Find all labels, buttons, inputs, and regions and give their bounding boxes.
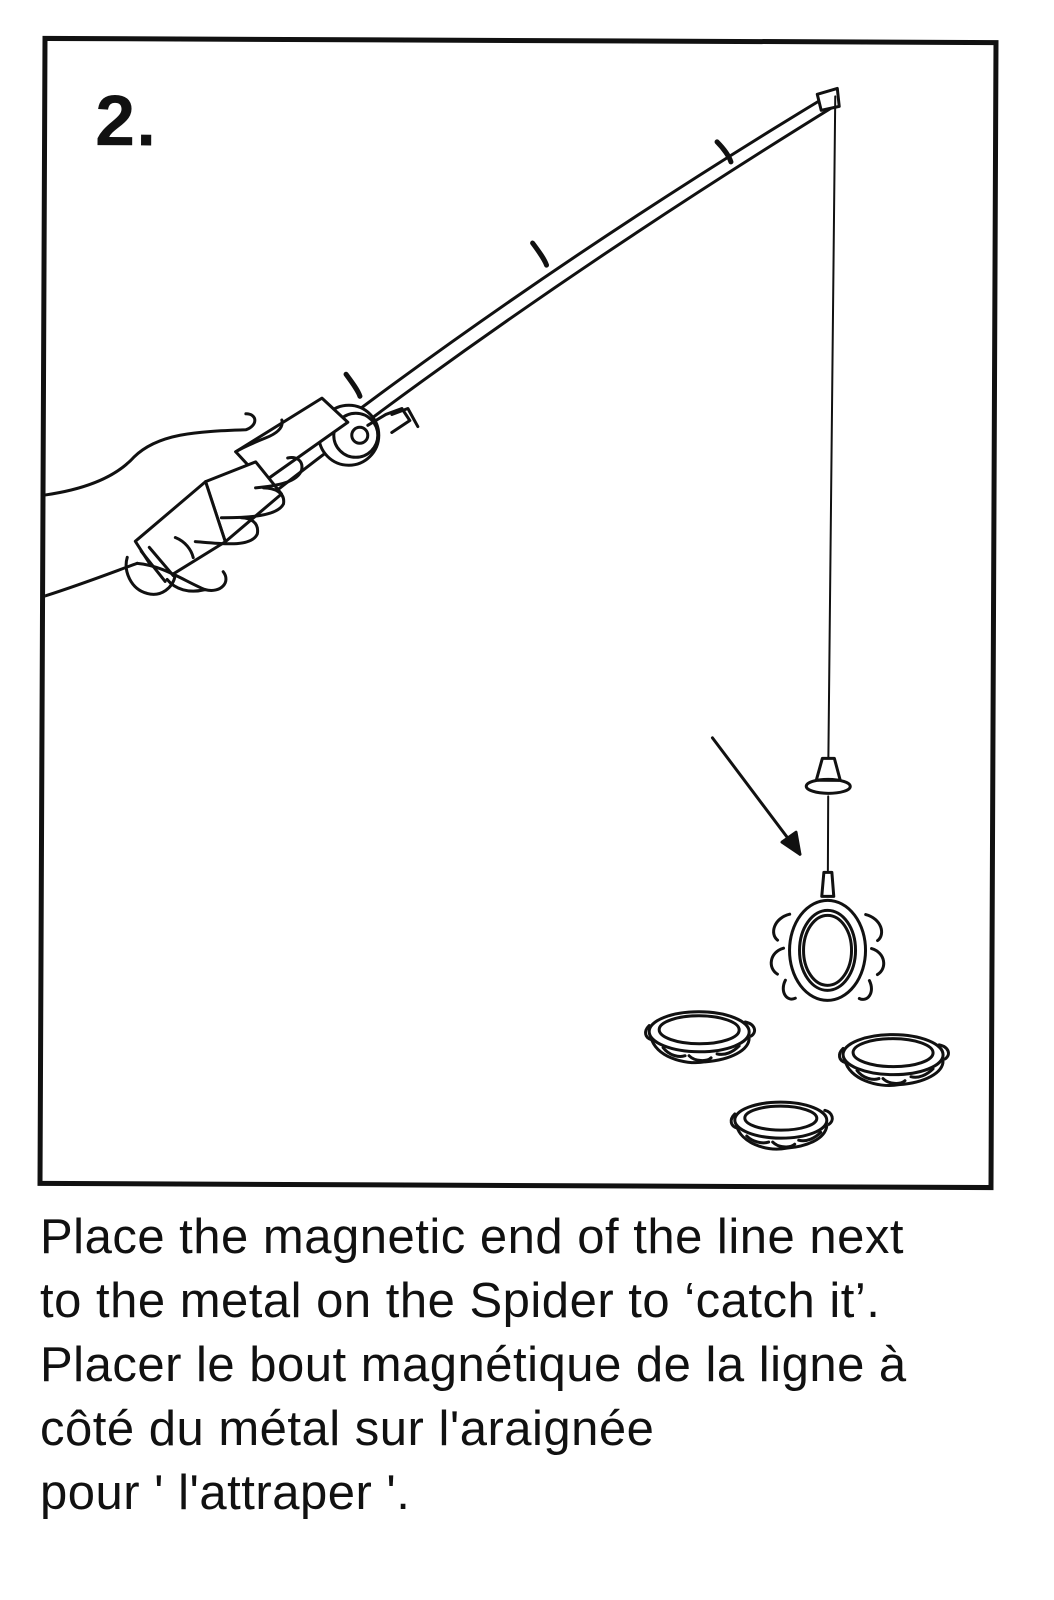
spider-with-metal-icon xyxy=(769,870,886,1002)
spider-piece-icon xyxy=(644,1010,757,1065)
spider-piece-icon xyxy=(837,1033,950,1087)
pointer-arrow-icon xyxy=(710,736,802,856)
caption-french-line-1: Placer le bout magnétique de la ligne à xyxy=(40,1338,907,1392)
magnetic-line-end-icon xyxy=(804,756,852,795)
spider-piece-icon xyxy=(729,1100,834,1151)
fishing-line-icon xyxy=(826,95,837,872)
instruction-caption: Place the magnetic end of the line next … xyxy=(40,1205,1030,1525)
rod-handle-icon xyxy=(124,396,350,596)
illustration-frame: 2. xyxy=(37,35,999,1191)
caption-french-line-2: côté du métal sur l'araignée xyxy=(40,1402,655,1456)
hand-icon xyxy=(43,412,304,598)
caption-french-line-3: pour ' l'attraper '. xyxy=(40,1466,411,1520)
caption-english-line-1: Place the magnetic end of the line next xyxy=(40,1210,904,1264)
fishing-illustration xyxy=(43,86,950,1151)
caption-english-line-2: to the metal on the Spider to ‘catch it’… xyxy=(40,1274,881,1328)
